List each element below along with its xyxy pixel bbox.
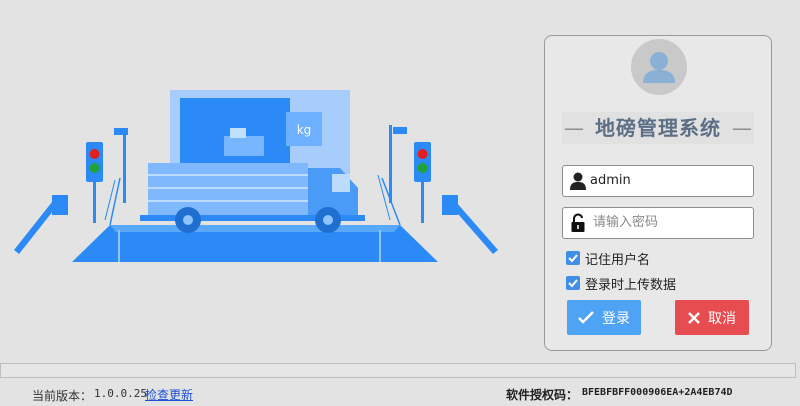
upload-on-login-checkbox[interactable]: 登录时上传数据 <box>566 274 677 293</box>
login-panel: — 地磅管理系统 — admin 请输入密码 记住用户名 <box>544 35 772 351</box>
cancel-button[interactable]: 取消 <box>675 300 749 335</box>
avatar-user-icon <box>631 39 687 95</box>
check-update-link[interactable]: 检查更新 <box>145 388 194 402</box>
app-title: 地磅管理系统 <box>595 116 721 140</box>
license-label: 软件授权码： <box>506 388 579 402</box>
password-field[interactable]: 请输入密码 <box>562 207 754 239</box>
app-title-row: — 地磅管理系统 — <box>562 112 754 144</box>
checkmark-icon <box>566 276 580 290</box>
checkmark-icon <box>566 251 580 265</box>
version-value: 1.0.0.25 <box>94 387 147 400</box>
version-label: 当前版本： <box>32 389 93 403</box>
password-placeholder: 请输入密码 <box>593 215 659 230</box>
remember-username-checkbox[interactable]: 记住用户名 <box>566 249 651 268</box>
status-bar: 当前版本： 1.0.0.25 检查更新 软件授权码： BFEBFBFF00090… <box>0 380 800 406</box>
remember-username-label: 记住用户名 <box>585 252 651 268</box>
right-traffic-light <box>414 142 431 223</box>
scale-platform <box>72 225 438 262</box>
cancel-button-label: 取消 <box>708 310 736 327</box>
left-barrier-gate <box>14 195 68 254</box>
license-code: BFEBFBFF000906EA+2A4EB74D <box>582 387 733 398</box>
login-button[interactable]: 登录 <box>567 300 641 335</box>
progress-bar <box>0 363 796 378</box>
left-traffic-light <box>86 142 103 223</box>
cancel-icon <box>688 311 700 324</box>
title-right-dash: — <box>732 116 752 140</box>
username-field[interactable]: admin <box>562 165 754 197</box>
login-icon <box>578 310 594 324</box>
username-value: admin <box>590 173 631 188</box>
right-camera <box>389 125 407 203</box>
login-button-label: 登录 <box>602 310 630 327</box>
upload-on-login-label: 登录时上传数据 <box>585 277 677 293</box>
user-icon <box>570 172 586 190</box>
title-left-dash: — <box>564 116 584 140</box>
left-camera <box>114 128 128 203</box>
scale-unit-label: kg <box>297 123 312 137</box>
right-barrier-gate <box>442 195 498 254</box>
lock-icon <box>571 213 585 232</box>
weighbridge-illustration: kg <box>14 90 498 262</box>
truck <box>140 163 365 233</box>
